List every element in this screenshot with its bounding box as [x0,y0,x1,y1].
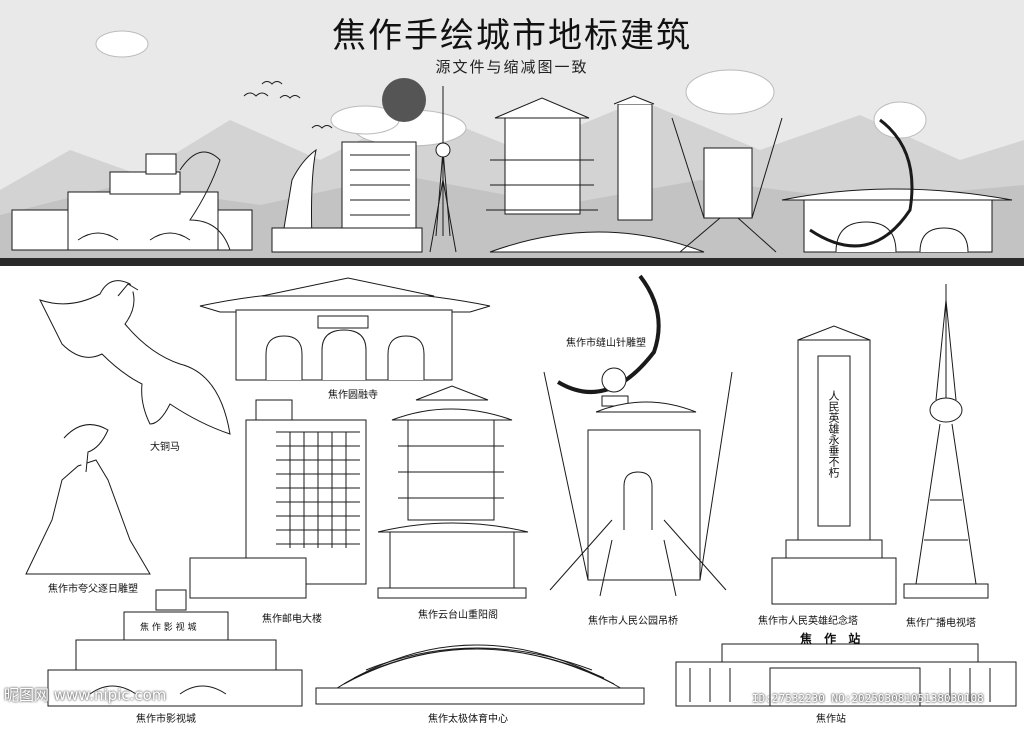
bronze-horse-drawing [39,280,231,435]
sun-icon [382,78,426,122]
watermark-site: 昵图网 www.nipic.com [4,686,167,704]
label-taiji-stadium: 焦作太极体育中心 [428,714,508,725]
post-building-mini [271,141,423,253]
label-chongyang-pavilion: 焦作云台山重阳阁 [418,610,498,621]
label-film-city: 焦作市影视城 [136,714,196,725]
label-post-telecom-building: 焦作邮电大楼 [262,614,322,625]
monument-mini [613,95,655,221]
label-suspension-bridge: 焦作市人民公园吊桥 [588,616,678,627]
chongyang-pavilion-drawing [377,385,529,599]
station-sign: 焦 作 站 [800,632,865,646]
label-station: 焦作站 [816,714,846,725]
post-building-drawing [189,399,367,599]
top-panorama [0,0,1024,266]
page-title: 焦作手绘城市地标建筑 [332,16,692,56]
bird-icon [243,81,333,129]
heroes-monument-drawing [771,325,897,605]
tv-tower-mini [429,86,457,253]
temple-mini [781,188,1013,253]
station-drawing [675,643,1017,707]
taiji-stadium-drawing [315,644,645,705]
film-city-mini [11,153,253,251]
pavilion-mini [486,97,598,215]
kuafu-drawing [25,424,151,575]
film-city-drawing [47,589,303,707]
label-fengshanzhen-sculpture: 焦作市缝山针雕塑 [566,338,646,349]
yuanrong-temple-drawing [199,277,491,381]
tv-tower-drawing [903,284,989,599]
watermark-id: ID:27532230 NO:20250308105138030108 [752,692,984,705]
bridge-mini [671,117,783,253]
label-yuanrong-temple: 焦作圆融寺 [328,390,378,401]
label-tv-tower: 焦作广播电视塔 [906,618,976,629]
page-subtitle: 源文件与缩减图一致 [435,58,589,76]
cloud-icon [95,30,927,147]
monument-inscription: 人民英雄永垂不朽 [827,390,840,478]
label-kuafu-sculpture: 焦作市夸父逐日雕塑 [48,584,138,595]
label-heroes-monument: 焦作市人民英雄纪念塔 [758,616,858,627]
label-bronze-horse: 大铜马 [150,442,180,453]
film-city-sign: 焦 作 影 视 城 [140,623,197,633]
bridge-drawing [543,274,733,597]
